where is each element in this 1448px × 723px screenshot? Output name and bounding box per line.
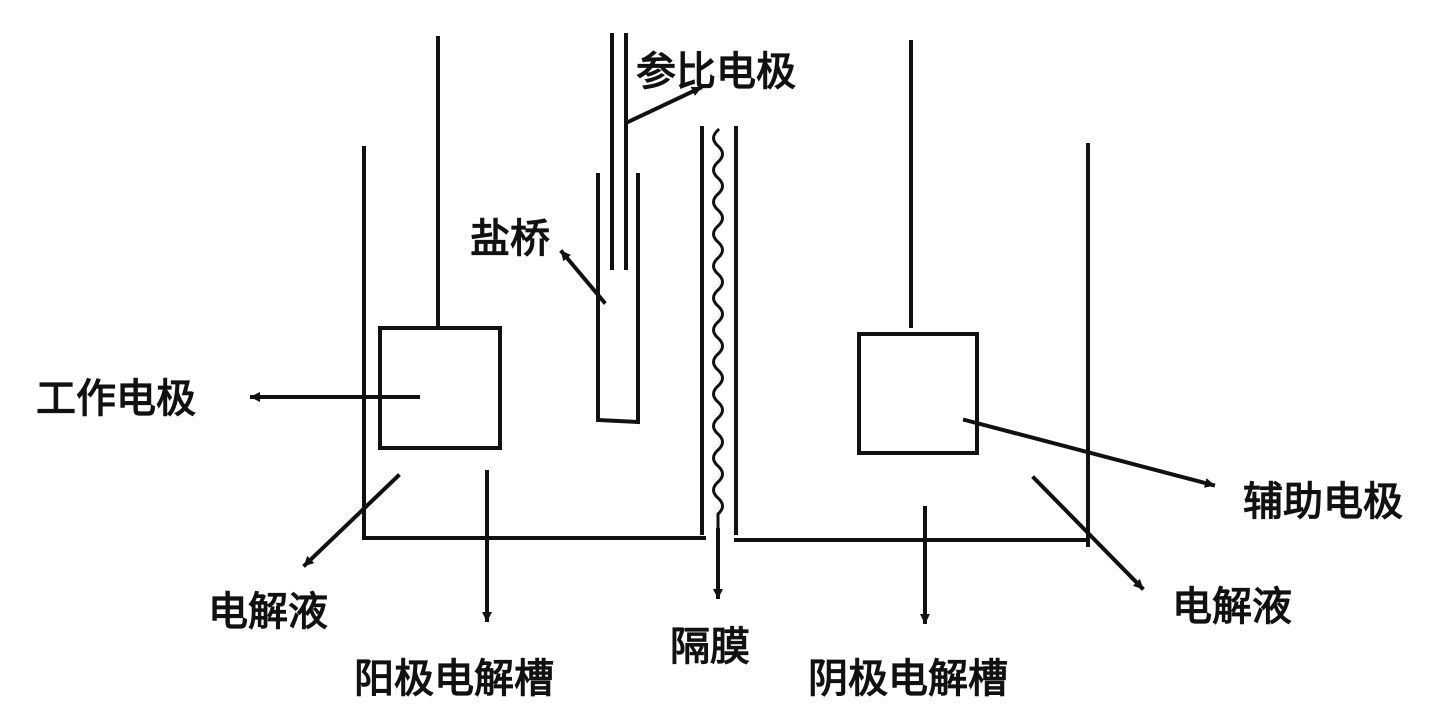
label-cathode-cell: 阴极电解槽 xyxy=(808,656,1008,702)
electrolyte-right-arrow xyxy=(1031,475,1145,591)
auxiliary-electrode-plate xyxy=(857,332,979,455)
working-electrode-plate xyxy=(378,326,502,450)
label-electrolyte-right: 电解液 xyxy=(1172,584,1292,630)
label-working-electrode: 工作电极 xyxy=(36,376,196,422)
label-electrolyte-left: 电解液 xyxy=(208,589,328,635)
label-auxiliary-electrode: 辅助电极 xyxy=(1243,479,1403,525)
label-reference-electrode: 参比电极 xyxy=(636,49,796,95)
label-anode-cell: 阳极电解槽 xyxy=(354,656,554,702)
label-salt-bridge: 盐桥 xyxy=(470,216,550,262)
salt-bridge-arrow xyxy=(559,249,607,305)
reference-electrode-arrow xyxy=(625,85,703,125)
electrolyte-left-arrow xyxy=(302,473,401,568)
membrane-wave xyxy=(712,127,724,532)
auxiliary-electrode-arrow xyxy=(962,417,1216,488)
label-membrane: 隔膜 xyxy=(670,624,750,670)
salt-bridge-tube xyxy=(596,173,640,425)
